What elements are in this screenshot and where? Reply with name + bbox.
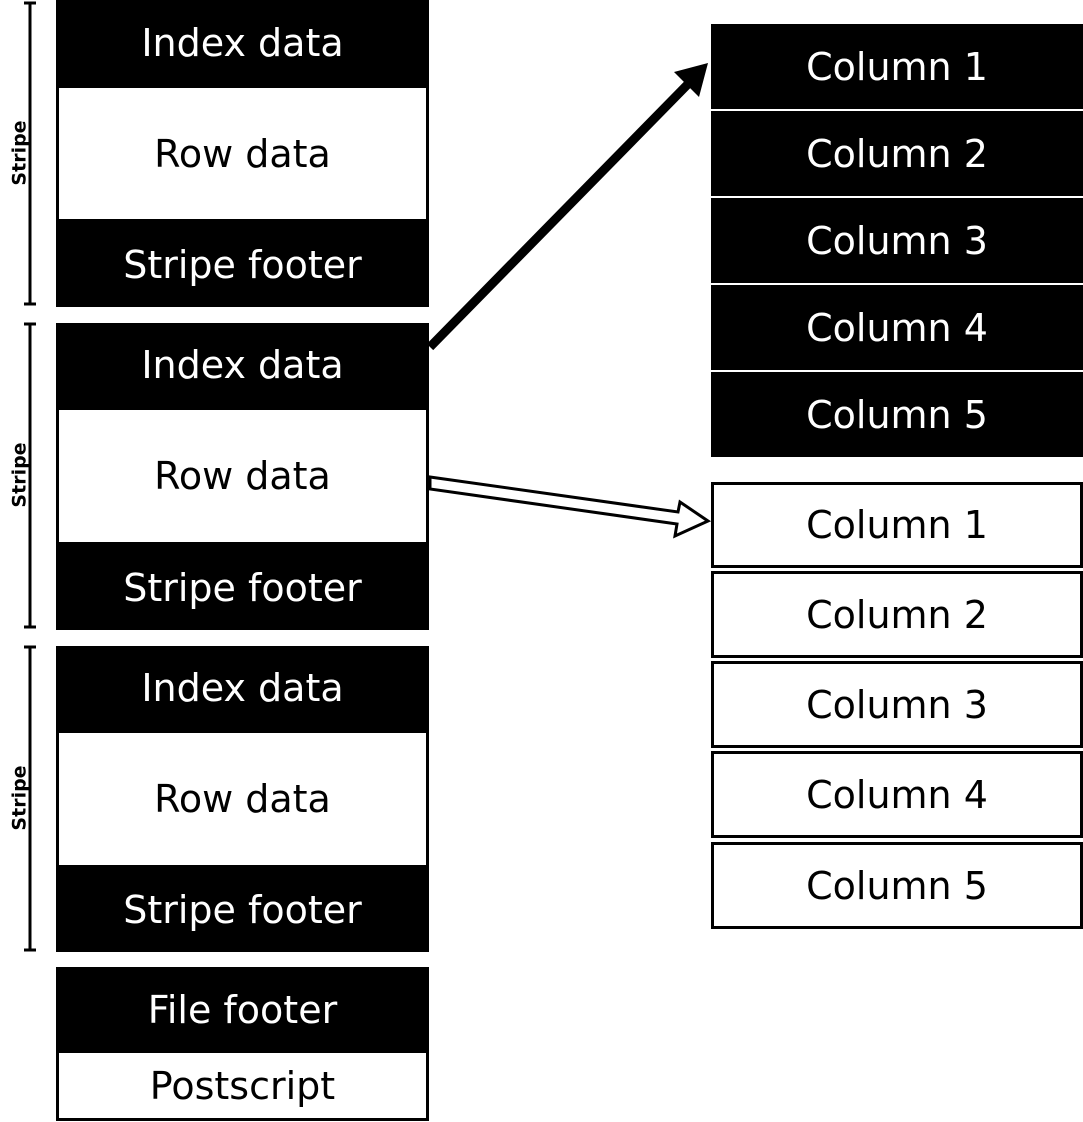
stripe-1-row-data: Row data: [56, 85, 429, 222]
index-column-1: Column 1: [711, 24, 1083, 111]
row-column-2: Column 2: [711, 571, 1083, 658]
stripe-1-index-data: Index data: [56, 0, 429, 85]
index-column-3: Column 3: [711, 198, 1083, 285]
stripe-bracket-3: [24, 645, 36, 952]
file-footer: File footer: [56, 967, 429, 1052]
stripe-label-3: Stripe: [8, 765, 31, 831]
index-arrow: [426, 63, 708, 351]
stripe-bracket-1: [24, 1, 36, 306]
row-column-1: Column 1: [711, 482, 1083, 568]
stripe-2-row-data: Row data: [56, 407, 429, 545]
row-column-5: Column 5: [711, 842, 1083, 929]
stripe-3-row-data: Row data: [56, 730, 429, 868]
row-column-4: Column 4: [711, 751, 1083, 838]
stripe-label-1: Stripe: [8, 120, 31, 186]
stripe-bracket-2: [24, 322, 36, 629]
index-column-5: Column 5: [711, 372, 1083, 457]
stripe-3-index-data: Index data: [56, 646, 429, 730]
index-column-4: Column 4: [711, 285, 1083, 372]
stripe-2-index-data: Index data: [56, 323, 429, 407]
stripe-1-footer: Stripe footer: [56, 222, 429, 307]
row-column-3: Column 3: [711, 661, 1083, 748]
postscript: Postscript: [56, 1050, 429, 1121]
stripe-3-footer: Stripe footer: [56, 868, 429, 952]
row-arrow: [428, 475, 712, 539]
stripe-2-footer: Stripe footer: [56, 545, 429, 630]
stripe-label-2: Stripe: [8, 442, 31, 508]
index-column-2: Column 2: [711, 111, 1083, 198]
